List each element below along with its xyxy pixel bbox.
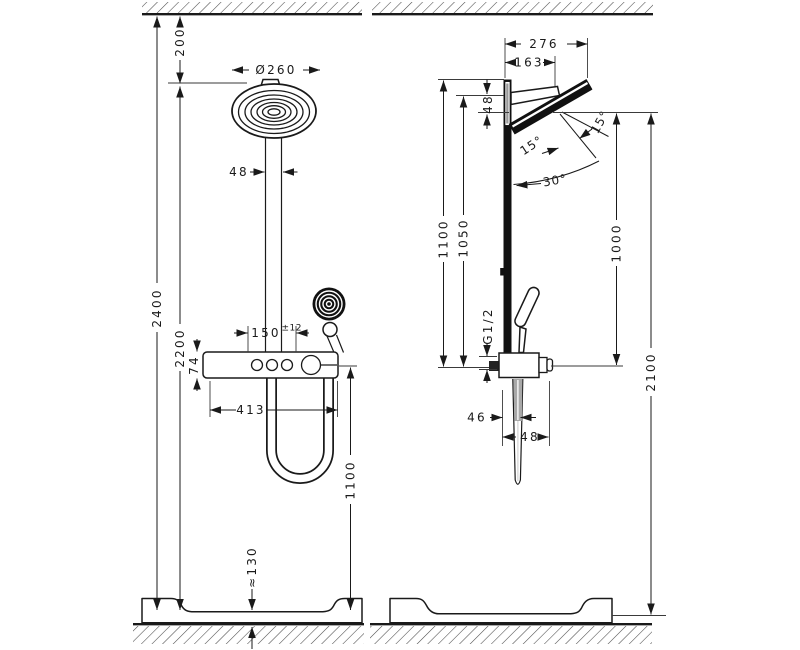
thermostat-valve-side xyxy=(489,352,554,379)
dim-head-height-label: 2200 xyxy=(173,328,187,367)
bar-slider-nub xyxy=(500,268,505,276)
dim-valve-width: 413 xyxy=(210,403,338,417)
dim-ceiling-offset-label: 200 xyxy=(173,27,187,57)
dim-tub-floor-height: ≈130 xyxy=(245,546,259,649)
shower-pipe-front xyxy=(264,120,283,353)
dim-tilt-up-label: 15° xyxy=(518,133,546,158)
dim-supply-spacing-label: 150 xyxy=(251,326,281,340)
dim-bar-top-above-valve: 1100 xyxy=(437,80,451,367)
dim-head-thickness-label: 48 xyxy=(481,94,495,114)
dim-front-valve-above-tub-label: 1100 xyxy=(344,460,358,499)
hand-shower-front xyxy=(312,287,346,353)
dim-hose-width: 48 xyxy=(502,430,549,444)
dim-hose-width-label: 48 xyxy=(520,430,540,444)
dim-supply-tolerance-label: ±12 xyxy=(282,324,303,334)
floor-hatch-side xyxy=(370,623,652,644)
dim-side-overall-height: 2100 xyxy=(644,113,658,615)
dim-valve-body-height: 74 xyxy=(187,339,201,391)
dim-head-diameter: Ø260 xyxy=(232,63,320,77)
dim-hose-wall-offset-label: 46 xyxy=(467,411,487,425)
dim-head-reach: 276 xyxy=(505,37,588,51)
dim-bar-top-above-valve-label: 1100 xyxy=(437,219,451,258)
thermostat-valve-front xyxy=(202,351,339,379)
dim-valve-width-label: 413 xyxy=(236,403,266,417)
shower-hose-side xyxy=(512,378,524,485)
ceiling-hatch-front xyxy=(142,2,362,16)
dim-valve-body-height-label: 74 xyxy=(187,355,201,375)
dim-tilt-range-label: 30° xyxy=(542,171,568,189)
overhead-shower-side xyxy=(508,79,593,135)
hand-shower-side xyxy=(514,286,540,354)
ceiling-hatch-side xyxy=(372,2,653,16)
dim-spray-above-valve: 1000 xyxy=(610,113,624,365)
dim-arm-above-valve-label: 1050 xyxy=(457,218,471,257)
wall-supply-connection xyxy=(489,361,499,371)
bathtub-side xyxy=(389,597,613,624)
dim-head-diameter-label: Ø260 xyxy=(255,63,296,77)
dim-front-overall-height-label: 2400 xyxy=(150,288,164,327)
dim-head-reach-label: 276 xyxy=(529,37,559,51)
dim-supply-spacing: 150 ±12 xyxy=(234,324,309,340)
dim-arm-reach-label: 163 xyxy=(514,56,544,70)
dim-pipe-width-label: 48 xyxy=(229,165,249,179)
shower-hose-front xyxy=(266,378,334,484)
dim-tub-floor-height-label: ≈130 xyxy=(245,546,259,588)
dim-front-valve-above-tub: 1100 xyxy=(344,367,358,610)
wall-bar-side xyxy=(500,79,512,354)
dim-front-overall-height: 2400 xyxy=(150,16,164,610)
dim-spray-above-valve-label: 1000 xyxy=(610,223,624,262)
dim-head-thickness: 48 xyxy=(481,79,495,129)
dim-hose-wall-offset: 46 xyxy=(467,411,536,425)
floor-hatch-front xyxy=(133,623,364,644)
dim-arm-above-valve: 1050 xyxy=(457,96,471,367)
dim-arm-reach: 163 xyxy=(505,56,555,70)
dim-thread-size: G1/2 xyxy=(481,307,495,383)
dim-thread-size-label: G1/2 xyxy=(481,307,495,344)
dim-front-head-height: 200 2200 xyxy=(173,16,187,610)
dim-side-overall-height-label: 2100 xyxy=(644,352,658,391)
dim-pipe-width: 48 xyxy=(229,165,298,179)
overhead-shower-front xyxy=(231,78,317,139)
